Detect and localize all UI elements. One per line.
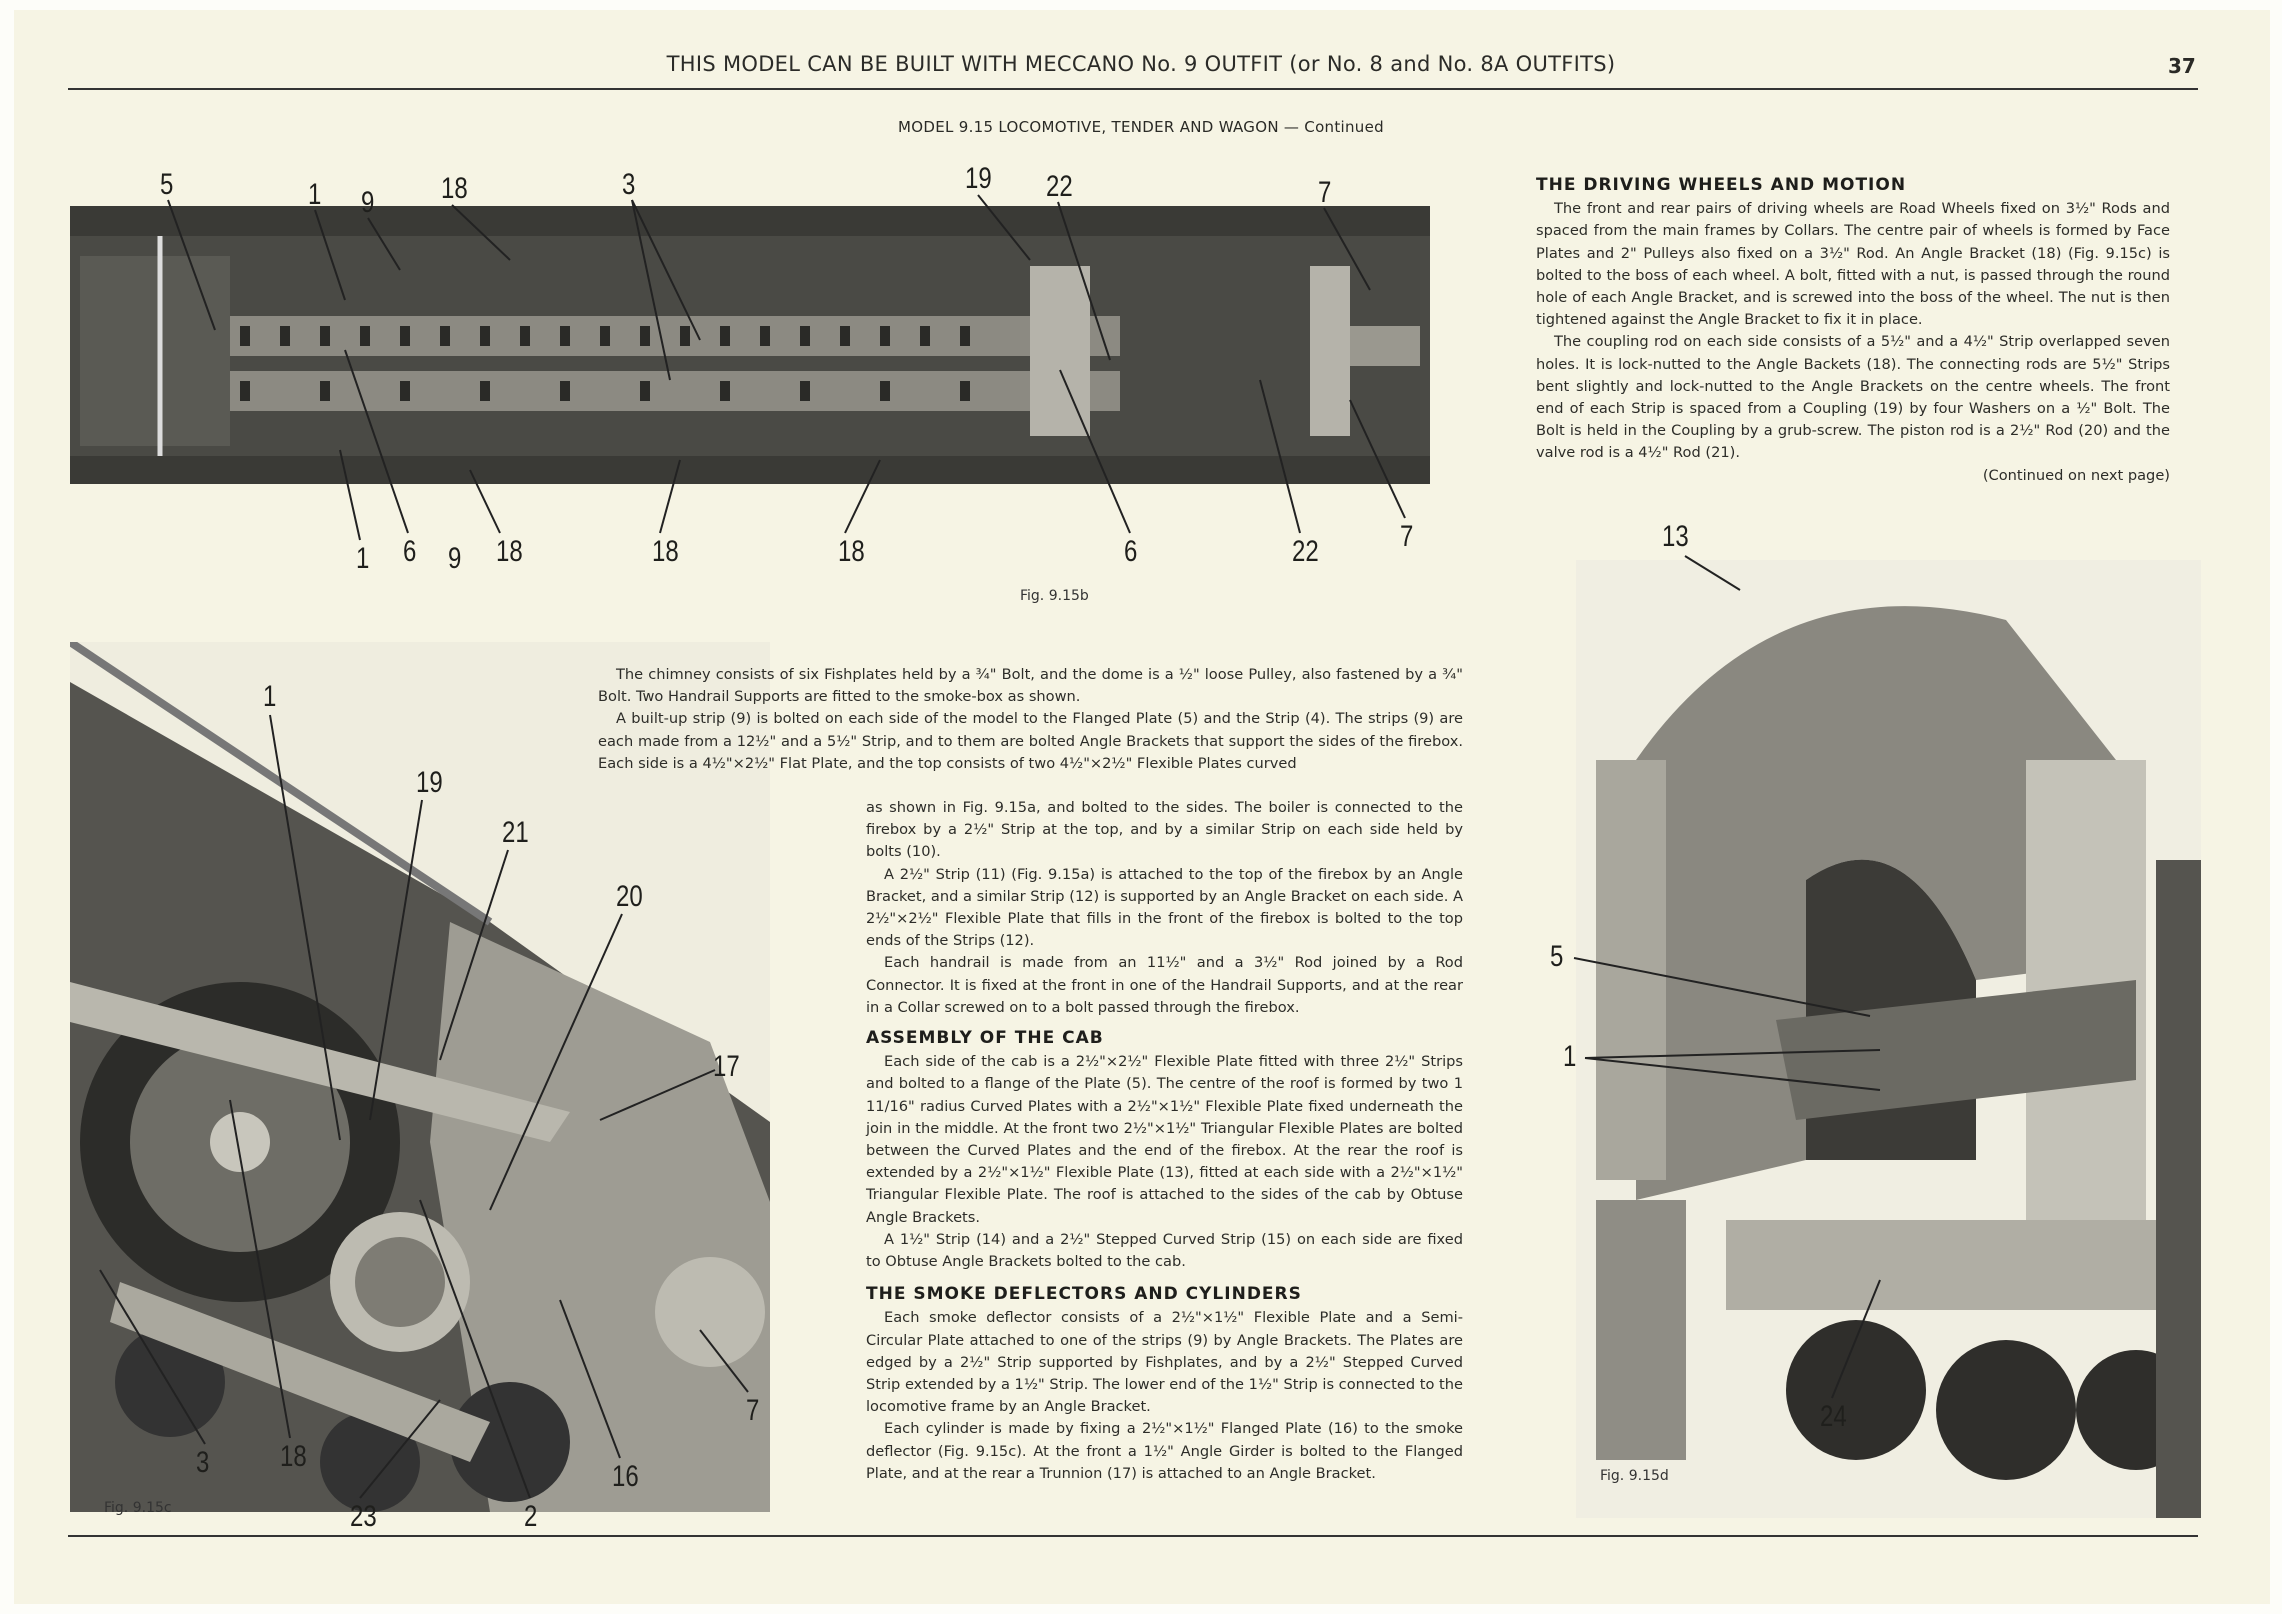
section-heading: ASSEMBLY OF THE CAB xyxy=(866,1028,1104,1049)
callout-label: 18 xyxy=(280,1440,307,1473)
figure-9-15b-photo xyxy=(70,206,1430,484)
paragraph: The coupling rod on each side consists o… xyxy=(1536,333,2170,462)
figure-9-15c-caption: Fig. 9.15c xyxy=(104,1500,172,1516)
model-subtitle: MODEL 9.15 LOCOMOTIVE, TENDER AND WAGON … xyxy=(898,118,1384,136)
paragraph: Each smoke deflector consists of a 2½"×1… xyxy=(866,1309,1463,1416)
callout-label: 9 xyxy=(448,542,462,575)
paragraph: Each cylinder is made by fixing a 2½"×1½… xyxy=(866,1420,1463,1482)
callout-label: 1 xyxy=(1563,1040,1577,1073)
callout-label: 18 xyxy=(441,172,468,205)
footer-rule xyxy=(68,1535,2198,1537)
page-number: 37 xyxy=(2168,54,2196,78)
continued-note: (Continued on next page) xyxy=(1982,466,2170,484)
paragraph: A 1½" Strip (14) and a 2½" Stepped Curve… xyxy=(866,1230,1463,1271)
callout-label: 23 xyxy=(350,1500,377,1533)
callout-label: 24 xyxy=(1820,1400,1847,1433)
callout-label: 22 xyxy=(1046,170,1073,203)
callout-label: 7 xyxy=(1318,176,1332,209)
callout-label: 5 xyxy=(160,168,174,201)
callout-label: 18 xyxy=(652,535,679,568)
header-rule xyxy=(68,88,2198,90)
figure-9-15b-caption: Fig. 9.15b xyxy=(1020,588,1089,604)
callout-label: 18 xyxy=(496,535,523,568)
running-header: THIS MODEL CAN BE BUILT WITH MECCANO No.… xyxy=(666,52,1616,76)
figure-9-15d-caption: Fig. 9.15d xyxy=(1600,1468,1669,1484)
paragraph: as shown in Fig. 9.15a, and bolted to th… xyxy=(866,799,1463,861)
callout-label: 9 xyxy=(361,186,375,219)
paragraph: Each handrail is made from an 11½" and a… xyxy=(866,954,1463,1016)
figure-9-15d-photo xyxy=(1576,560,2201,1518)
callout-label: 7 xyxy=(746,1394,760,1427)
paragraph: The chimney consists of six Fishplates h… xyxy=(598,666,1463,706)
callout-label: 7 xyxy=(1400,520,1414,553)
paragraph: The front and rear pairs of driving whee… xyxy=(1536,200,2170,329)
section-heading: THE DRIVING WHEELS AND MOTION xyxy=(1536,175,1907,195)
callout-label: 3 xyxy=(622,168,636,201)
callout-label: 1 xyxy=(308,178,322,211)
callout-label: 13 xyxy=(1662,520,1689,553)
callout-label: 19 xyxy=(965,162,992,195)
callout-label: 20 xyxy=(616,880,643,913)
callout-label: 3 xyxy=(196,1446,210,1479)
callout-label: 17 xyxy=(713,1050,740,1083)
callout-label: 19 xyxy=(416,766,443,799)
callout-label: 1 xyxy=(263,680,277,713)
callout-label: 22 xyxy=(1292,535,1319,568)
paragraph: Each side of the cab is a 2½"×2½" Flexib… xyxy=(866,1053,1463,1226)
callout-label: 6 xyxy=(1124,535,1138,568)
paragraph: A 2½" Strip (11) (Fig. 9.15a) is attache… xyxy=(866,865,1463,950)
boiler-section: The chimney consists of six Fishplates h… xyxy=(598,664,1463,775)
section-heading: THE SMOKE DEFLECTORS AND CYLINDERS xyxy=(866,1284,1302,1305)
callout-label: 6 xyxy=(403,535,417,568)
driving-wheels-section: THE DRIVING WHEELS AND MOTION The front … xyxy=(1536,174,2170,487)
callout-label: 16 xyxy=(612,1460,639,1493)
callout-label: 1 xyxy=(356,542,370,575)
callout-label: 21 xyxy=(502,816,529,849)
paragraph: A built-up strip (9) is bolted on each s… xyxy=(598,710,1463,772)
firebox-section: as shown in Fig. 9.15a, and bolted to th… xyxy=(866,797,1463,1485)
callout-label: 2 xyxy=(524,1500,538,1533)
callout-label: 5 xyxy=(1550,940,1564,973)
callout-label: 18 xyxy=(838,535,865,568)
